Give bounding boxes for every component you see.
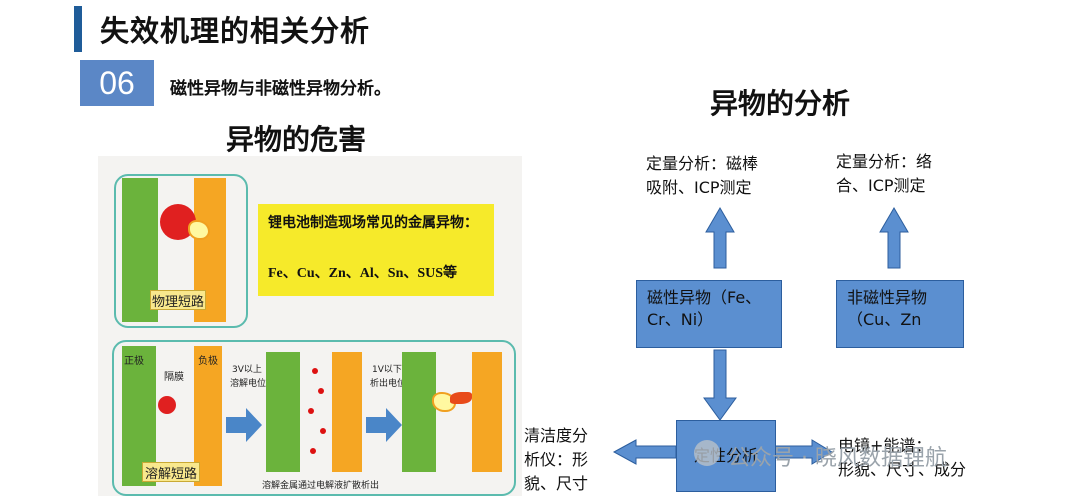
magnetic-foreign-matter-box: 磁性异物（Fe、 Cr、Ni）	[636, 280, 782, 348]
below-1v-label: 1V以下	[372, 365, 402, 375]
left-heading: 异物的危害	[226, 123, 367, 156]
stage3-negative	[472, 352, 502, 472]
right-heading: 异物的分析	[710, 87, 851, 120]
ion-dot	[318, 388, 324, 394]
cleanliness-analyzer-text-3: 貌、尺寸	[524, 474, 589, 493]
watermark-text: 公众号 · 晓风数据锂航	[728, 446, 947, 471]
sem-eds-text-1: 电镜+能谱：	[838, 436, 932, 455]
bottom-note: 溶解金属通过电解液扩散析出	[262, 481, 380, 491]
stage2-negative	[332, 352, 362, 472]
ion-dot	[320, 428, 326, 434]
nonmagnetic-box-line1: 非磁性异物	[847, 288, 928, 307]
above-3v-sub: 溶解电位	[230, 379, 267, 389]
notice-title: 锂电池制造现场常见的金属异物：	[268, 216, 478, 231]
below-1v-sub: 析出电位	[370, 379, 407, 389]
common-metals-notice: 锂电池制造现场常见的金属异物： Fe、Cu、Zn、Al、Sn、SUS等	[258, 204, 494, 296]
cleanliness-analyzer-text-2: 析仪：形	[524, 450, 589, 469]
slide-subtitle: 磁性异物与非磁性异物分析。	[170, 79, 391, 99]
magnetic-box-line2: Cr、Ni）	[647, 310, 714, 329]
ion-dot	[310, 448, 316, 454]
foreign-matter-hazard-image: 物理短路 锂电池制造现场常见的金属异物： Fe、Cu、Zn、Al、Sn、SUS等…	[98, 156, 522, 496]
quant-nonmagnetic-text-1: 定量分析：络	[836, 152, 933, 171]
spark-icon	[188, 220, 210, 240]
ion-dot	[312, 368, 318, 374]
physical-short-frame	[114, 174, 248, 328]
magnetic-box-line1: 磁性异物（Fe、	[647, 288, 762, 307]
quant-magnetic-text-2: 吸附、ICP测定	[646, 178, 752, 197]
notice-metals: Fe、Cu、Zn、Al、Sn、SUS等	[268, 266, 458, 281]
wechat-logo-icon	[694, 440, 720, 466]
nonmagnetic-foreign-matter-box: 非磁性异物 （Cu、Zn	[836, 280, 964, 348]
negative-label: 负极	[198, 356, 218, 367]
separator-label: 隔膜	[164, 372, 184, 383]
positive-label: 正极	[124, 356, 144, 367]
nonmagnetic-box-line2: （Cu、Zn	[847, 310, 922, 329]
sem-eds-text-2: 形貌、尺寸、成分	[838, 460, 967, 479]
section-number-badge: 06	[80, 60, 154, 106]
stage2-positive	[266, 352, 300, 472]
slide-title: 失效机理的相关分析	[100, 14, 371, 48]
stage3-positive	[402, 352, 436, 472]
title-accent-bar	[74, 6, 82, 52]
stage1-particle	[158, 396, 176, 414]
process-arrow-2	[366, 408, 402, 442]
dissolution-short-label: 溶解短路	[142, 462, 200, 482]
quant-magnetic-text-1: 定量分析：磁棒	[646, 154, 759, 173]
dissolution-short-frame	[112, 340, 516, 496]
dendrite-flame-icon	[450, 392, 472, 404]
ion-dot	[308, 408, 314, 414]
quant-nonmagnetic-text-2: 合、ICP测定	[836, 176, 926, 195]
process-arrow-1	[226, 408, 262, 442]
physical-short-label: 物理短路	[150, 290, 206, 310]
above-3v-label: 3V以上	[232, 365, 262, 375]
cleanliness-analyzer-text-1: 清洁度分	[524, 426, 589, 445]
